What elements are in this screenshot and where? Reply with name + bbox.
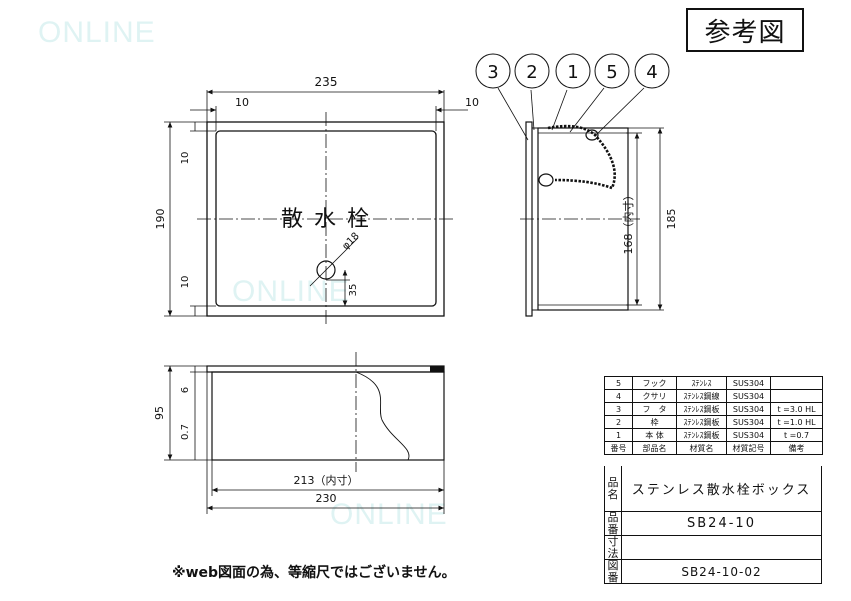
title-block-code-row: 品番 SB24-10 bbox=[604, 511, 822, 536]
name-label: 品名 bbox=[605, 466, 622, 511]
dim-right-inset: 10 bbox=[465, 96, 479, 109]
callout-label: 2 bbox=[526, 62, 537, 83]
size-value bbox=[622, 536, 821, 559]
dim-height: 190 bbox=[154, 209, 167, 230]
watermark: ONLINE bbox=[232, 275, 350, 308]
title-block-name-row: 品名 ステンレス散水栓ボックス bbox=[604, 466, 822, 512]
hole-diameter-label: φ18 bbox=[340, 231, 361, 252]
drawing-label: 図番 bbox=[605, 559, 622, 583]
key-hole bbox=[316, 260, 336, 280]
dim-inner-width: 213（内寸） bbox=[294, 473, 359, 487]
dim-upper: 6 bbox=[180, 387, 191, 393]
plate-label: 散 水 栓 bbox=[281, 207, 371, 232]
dim-hole-offset: 35 bbox=[348, 284, 359, 297]
bottom-view bbox=[164, 352, 445, 514]
callout-label: 3 bbox=[487, 62, 498, 83]
scale-note: ※web図面の為、等縮尺ではございません。 bbox=[172, 565, 456, 581]
dim-lower: 0.7 bbox=[180, 424, 191, 440]
watermark: ONLINE bbox=[330, 498, 448, 531]
side-view bbox=[497, 87, 664, 317]
frame-section bbox=[206, 365, 445, 373]
callout-label: 1 bbox=[567, 62, 578, 83]
code-value: SB24-10 bbox=[687, 516, 756, 531]
front-view bbox=[164, 89, 468, 326]
hook bbox=[538, 173, 554, 187]
body-section bbox=[211, 371, 445, 461]
dim-width: 235 bbox=[315, 75, 338, 89]
dim-outer-width: 230 bbox=[316, 492, 337, 505]
dim-bottom-height: 95 bbox=[153, 406, 166, 420]
dim-left-inset: 10 bbox=[235, 96, 249, 109]
break-line bbox=[355, 371, 410, 461]
dim-inner-height: 168（内寸） bbox=[621, 190, 635, 255]
chain bbox=[547, 124, 616, 190]
size-label: 寸法 bbox=[605, 535, 622, 559]
drawing-title: 参考図 bbox=[686, 8, 804, 52]
dim-top-inset: 10 bbox=[180, 152, 191, 165]
hole-leader bbox=[309, 237, 359, 287]
callout-label: 5 bbox=[606, 62, 617, 83]
dim-outer-height: 185 bbox=[665, 209, 678, 230]
name-value: ステンレス散水栓ボックス bbox=[631, 483, 812, 498]
code-label: 品番 bbox=[605, 511, 622, 535]
title-block-size-row: 寸法 bbox=[604, 535, 822, 560]
drawing-value: SB24-10-02 bbox=[681, 564, 762, 579]
watermark: ONLINE bbox=[38, 16, 156, 49]
callouts: 3 2 1 5 4 bbox=[475, 53, 670, 89]
title-block-drawing-row: 図番 SB24-10-02 bbox=[604, 559, 822, 584]
table-header-row: 番号部品名材質名材質記号備考 bbox=[604, 441, 823, 455]
dim-bottom-inset: 10 bbox=[180, 276, 191, 289]
callout-label: 4 bbox=[646, 62, 657, 83]
